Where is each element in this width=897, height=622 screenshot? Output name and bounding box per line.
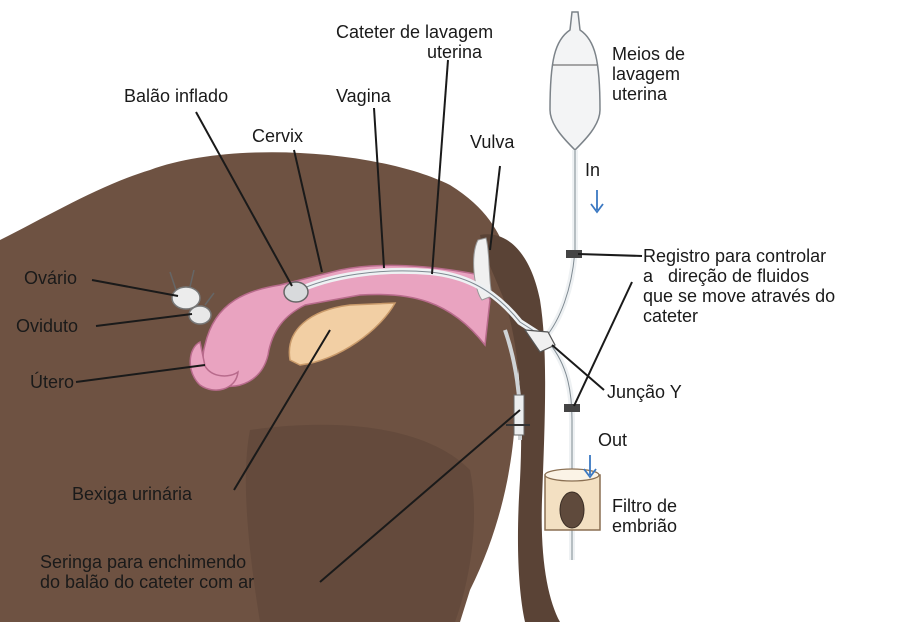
label-utero-text: Útero bbox=[30, 372, 74, 392]
label-registro: Registro para controlar a direção de flu… bbox=[643, 246, 835, 326]
label-in: In bbox=[585, 160, 600, 180]
label-juncao-text: Junção Y bbox=[607, 382, 682, 402]
in-tube bbox=[545, 150, 575, 338]
label-cervix-text: Cervix bbox=[252, 126, 303, 146]
label-bexiga-text: Bexiga urinária bbox=[72, 484, 192, 504]
label-balao: Balão inflado bbox=[124, 86, 228, 106]
label-filtro-line-1: Filtro de bbox=[612, 496, 677, 516]
oviduct-shape bbox=[189, 306, 211, 324]
label-seringa: Seringa para enchimendo do balão do cate… bbox=[40, 552, 254, 592]
label-seringa-line-2: do balão do cateter com ar bbox=[40, 572, 254, 592]
label-in-text: In bbox=[585, 160, 600, 180]
label-filtro: Filtro de embrião bbox=[612, 496, 677, 536]
label-vagina: Vagina bbox=[336, 86, 391, 106]
lavage-media-bag bbox=[550, 12, 600, 150]
label-ovario-text: Ovário bbox=[24, 268, 77, 288]
label-juncao: Junção Y bbox=[607, 382, 682, 402]
label-oviduto-text: Oviduto bbox=[16, 316, 78, 336]
label-registro-line-2: a direção de fluidos bbox=[643, 266, 835, 286]
embryo-filter-mesh bbox=[560, 492, 584, 528]
inflated-balloon bbox=[284, 282, 308, 302]
ovary-shape bbox=[172, 287, 200, 309]
label-out-text: Out bbox=[598, 430, 627, 450]
label-ovario: Ovário bbox=[24, 268, 77, 288]
label-meios-line-3: uterina bbox=[612, 84, 685, 104]
leg-shadow bbox=[246, 425, 474, 622]
label-vulva: Vulva bbox=[470, 132, 514, 152]
label-filtro-line-2: embrião bbox=[612, 516, 677, 536]
label-vulva-text: Vulva bbox=[470, 132, 514, 152]
label-registro-line-3: que se move através do bbox=[643, 286, 835, 306]
label-registro-line-4: cateter bbox=[643, 306, 835, 326]
label-registro-line-1: Registro para controlar bbox=[643, 246, 835, 266]
in-flow-arrow bbox=[591, 190, 603, 212]
label-utero: Útero bbox=[30, 372, 74, 392]
label-cateter: Cateter de lavagem uterina bbox=[336, 22, 493, 62]
label-vagina-text: Vagina bbox=[336, 86, 391, 106]
label-seringa-line-1: Seringa para enchimendo bbox=[40, 552, 254, 572]
label-cateter-line-2: uterina bbox=[336, 42, 493, 62]
label-balao-text: Balão inflado bbox=[124, 86, 228, 106]
label-oviduto: Oviduto bbox=[16, 316, 78, 336]
stopcock-lower bbox=[564, 404, 580, 412]
label-meios: Meios de lavagem uterina bbox=[612, 44, 685, 104]
label-meios-line-1: Meios de bbox=[612, 44, 685, 64]
label-bexiga: Bexiga urinária bbox=[72, 484, 192, 504]
leader-juncao bbox=[552, 345, 604, 390]
label-cervix: Cervix bbox=[252, 126, 303, 146]
label-cateter-line-1: Cateter de lavagem bbox=[336, 22, 493, 42]
label-out: Out bbox=[598, 430, 627, 450]
label-meios-line-2: lavagem bbox=[612, 64, 685, 84]
leader-registro-1 bbox=[578, 254, 642, 256]
